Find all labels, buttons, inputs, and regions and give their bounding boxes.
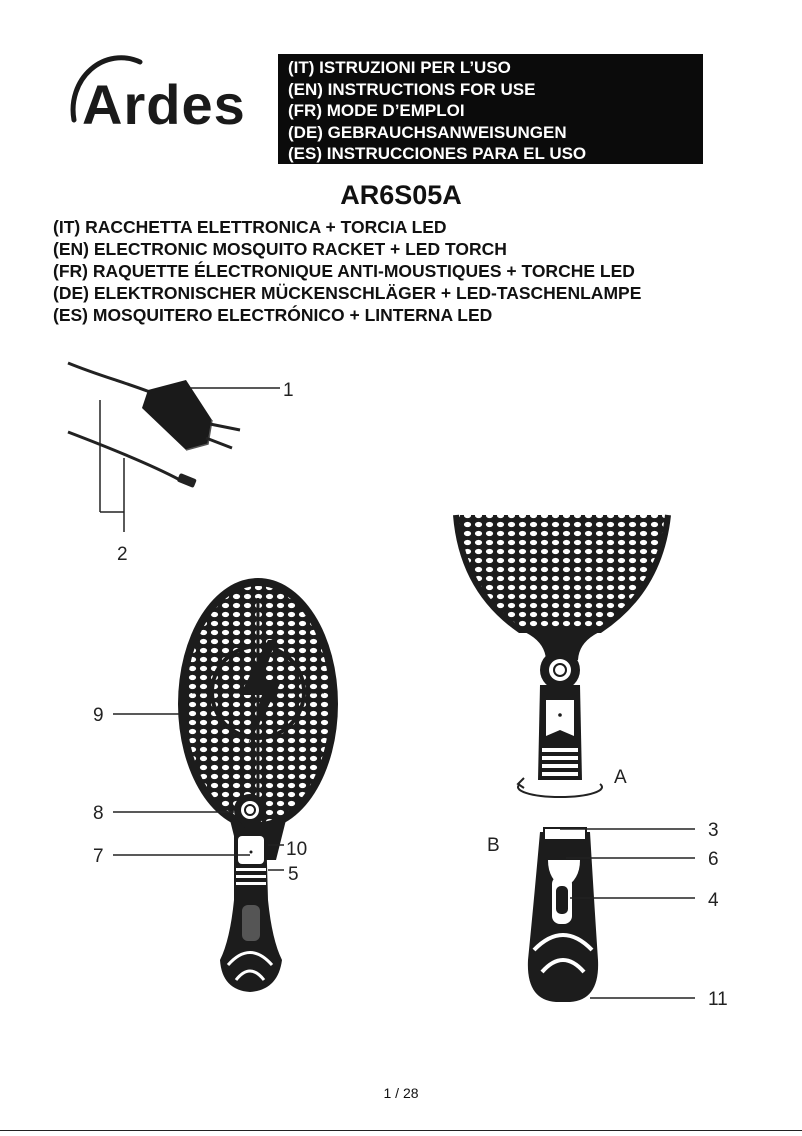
label-10: 10 (286, 839, 307, 860)
label-2: 2 (117, 544, 128, 565)
product-descriptions: (IT) RACCHETTA ELETTRONICA + TORCIA LED … (53, 216, 641, 326)
model-number: AR6S05A (340, 180, 462, 210)
language-title-es: (ES) INSTRUCCIONES PARA EL USO (288, 144, 587, 163)
label-1: 1 (283, 380, 294, 401)
racket-front-view-drawing (113, 578, 338, 992)
label-5: 5 (288, 864, 299, 885)
torch-handle-view-drawing (527, 827, 695, 1002)
logo-arc-icon (70, 55, 143, 123)
label-a: A (614, 767, 627, 788)
page-number: 1 / 28 (383, 1085, 419, 1101)
description-de: (DE) ELEKTRONISCHER MÜCKENSCHLÄGER + LED… (53, 283, 642, 303)
description-en: (EN) ELECTRONIC MOSQUITO RACKET + LED TO… (53, 239, 507, 259)
footer-divider (0, 1130, 802, 1131)
description-es: (ES) MOSQUITERO ELECTRÓNICO + LINTERNA L… (53, 305, 493, 325)
ardes-logo: Ardes (62, 52, 272, 142)
label-7: 7 (93, 846, 104, 867)
language-title-it: (IT) ISTRUZIONI PER L’USO (288, 58, 511, 77)
product-illustration: 1 2 9 8 7 10 5 A B 3 6 4 11 (67, 361, 728, 1010)
description-fr: (FR) RAQUETTE ÉLECTRONIQUE ANTI-MOUSTIQU… (53, 261, 635, 281)
brand-name: Ardes (82, 73, 246, 136)
label-9: 9 (93, 705, 104, 726)
handle-rotation-view-drawing (453, 514, 671, 799)
label-b: B (487, 835, 500, 856)
language-title-fr: (FR) MODE D’EMPLOI (288, 101, 465, 120)
label-11: 11 (708, 989, 728, 1010)
charger-drawing (67, 361, 280, 532)
language-title-en: (EN) INSTRUCTIONS FOR USE (288, 79, 536, 99)
instructions-language-box: (IT) ISTRUZIONI PER L’USO (EN) INSTRUCTI… (278, 54, 703, 164)
description-it: (IT) RACCHETTA ELETTRONICA + TORCIA LED (53, 217, 447, 237)
label-8: 8 (93, 803, 104, 824)
label-3: 3 (708, 820, 719, 841)
language-title-de: (DE) GEBRAUCHSANWEISUNGEN (288, 122, 567, 142)
label-6: 6 (708, 849, 719, 870)
label-4: 4 (708, 890, 719, 911)
